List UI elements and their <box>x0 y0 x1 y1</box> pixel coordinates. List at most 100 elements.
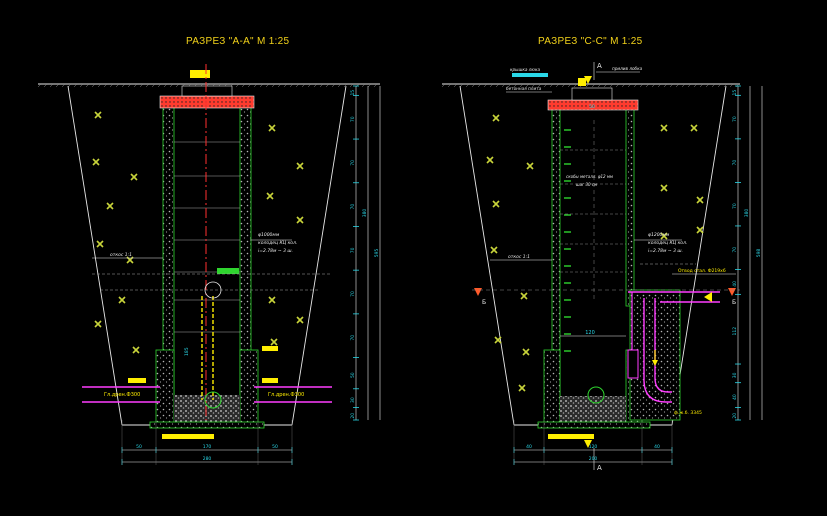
aa-dim-label: 15 <box>350 90 356 96</box>
ring-note-1: φ1000мм <box>258 232 280 238</box>
aa-dim-label: 50 <box>350 372 356 378</box>
soil-mark <box>486 156 494 164</box>
ground-hatch <box>555 83 560 88</box>
ground-hatch <box>453 83 458 88</box>
ground-hatch <box>567 83 572 88</box>
aa-dim-label: 70 <box>350 247 356 253</box>
ground-hatch <box>519 83 524 88</box>
base-block-left <box>543 349 561 426</box>
marker-left-triangle <box>474 288 482 296</box>
marker-right-triangle <box>728 288 736 296</box>
ground-hatch <box>693 83 698 88</box>
inner-dim-label: 120 <box>585 330 595 336</box>
ground-hatch <box>175 83 180 88</box>
soil-mark-stroke <box>526 162 534 170</box>
ground-hatch <box>235 83 240 88</box>
height-mark: 185 <box>184 347 190 356</box>
ring-note-2: колодец КЦ кол. <box>258 240 297 246</box>
cc-dim-label: 70 <box>732 247 738 253</box>
soil-mark-stroke <box>660 232 668 240</box>
soil-mark-stroke <box>696 226 704 234</box>
soil-mark <box>660 124 668 132</box>
marker-top-triangle <box>584 76 592 84</box>
ground-hatch <box>367 83 372 88</box>
ground-hatch <box>603 83 608 88</box>
lid-marker <box>578 78 586 86</box>
soil-mark-stroke <box>96 240 104 248</box>
ground-hatch <box>361 83 366 88</box>
cover-neck <box>181 85 233 97</box>
ground-hatch <box>735 83 740 88</box>
ground-hatch <box>271 83 276 88</box>
ground-hatch <box>109 83 114 88</box>
soil-mark <box>118 296 126 304</box>
outlet-box <box>627 349 639 379</box>
soil-mark <box>94 320 102 328</box>
drain-label: ф.ж.б. 3345 <box>674 410 702 416</box>
soil-mark <box>690 124 698 132</box>
base-slab <box>149 421 265 429</box>
ground-hatch <box>657 83 662 88</box>
aa-dim-label: 70 <box>350 116 356 122</box>
aa-dim-label: 70 <box>350 204 356 210</box>
ground-hatch <box>609 83 614 88</box>
ground-hatch <box>79 83 84 88</box>
cc-bottom-dim-label: 40 <box>654 444 660 450</box>
ground-hatch <box>355 83 360 88</box>
ground-hatch <box>373 83 378 88</box>
ground-hatch <box>495 83 500 88</box>
cc-dim-label: 70 <box>732 160 738 166</box>
lid-label: прилив лобка <box>612 66 643 71</box>
ground-hatch <box>591 83 596 88</box>
cc-dim-label: 40 <box>732 281 738 287</box>
lid-marker <box>190 70 210 78</box>
ground-hatch <box>543 83 548 88</box>
soil-mark-stroke <box>270 338 278 346</box>
aa-dim-label: 70 <box>350 335 356 341</box>
soil-mark-stroke <box>520 292 528 300</box>
soil-mark <box>94 111 102 119</box>
cover-neck <box>571 87 613 101</box>
aa-dim-total-2: 595 <box>374 249 380 258</box>
ground-hatch <box>441 83 446 88</box>
cc-bottom-total-label: 200 <box>589 456 598 462</box>
soil-mark <box>96 240 104 248</box>
cc-dim-total: 380 <box>744 209 750 218</box>
marker-right-label: Б <box>732 299 736 306</box>
ground-hatch <box>669 83 674 88</box>
pit-side-right <box>291 85 347 426</box>
ground-hatch <box>169 83 174 88</box>
base-tag <box>548 434 594 439</box>
soil-mark-stroke <box>690 124 698 132</box>
ground-hatch <box>325 83 330 88</box>
ground-hatch <box>247 83 252 88</box>
soil-mark-stroke <box>94 320 102 328</box>
cc-dim-label: 70 <box>732 116 738 122</box>
base-tag <box>162 434 214 439</box>
pit-side-right <box>671 85 727 426</box>
soil-mark <box>696 226 704 234</box>
ground-hatch <box>525 83 530 88</box>
soil-mark <box>268 296 276 304</box>
cc-dim-label: 40 <box>732 394 738 400</box>
cc-dim-label: 30 <box>732 372 738 378</box>
soil-mark <box>270 338 278 346</box>
ground-hatch <box>675 83 680 88</box>
soil-mark <box>268 124 276 132</box>
ring-note-3: i=2.78м ~ 3 ш. <box>648 248 683 254</box>
soil-mark-stroke <box>266 192 274 200</box>
ground-hatch <box>43 83 48 88</box>
ground-hatch <box>465 83 470 88</box>
pipe-left-tag <box>128 378 146 383</box>
soil-mark-stroke <box>118 296 126 304</box>
ground-hatch <box>549 83 554 88</box>
soil-mark <box>696 196 704 204</box>
cover-slab <box>159 95 255 109</box>
ground-hatch <box>663 83 668 88</box>
soil-mark-stroke <box>660 124 668 132</box>
ground-hatch <box>723 83 728 88</box>
ground-hatch <box>241 83 246 88</box>
ground-hatch <box>349 83 354 88</box>
ground-hatch <box>151 83 156 88</box>
ground-hatch <box>489 83 494 88</box>
